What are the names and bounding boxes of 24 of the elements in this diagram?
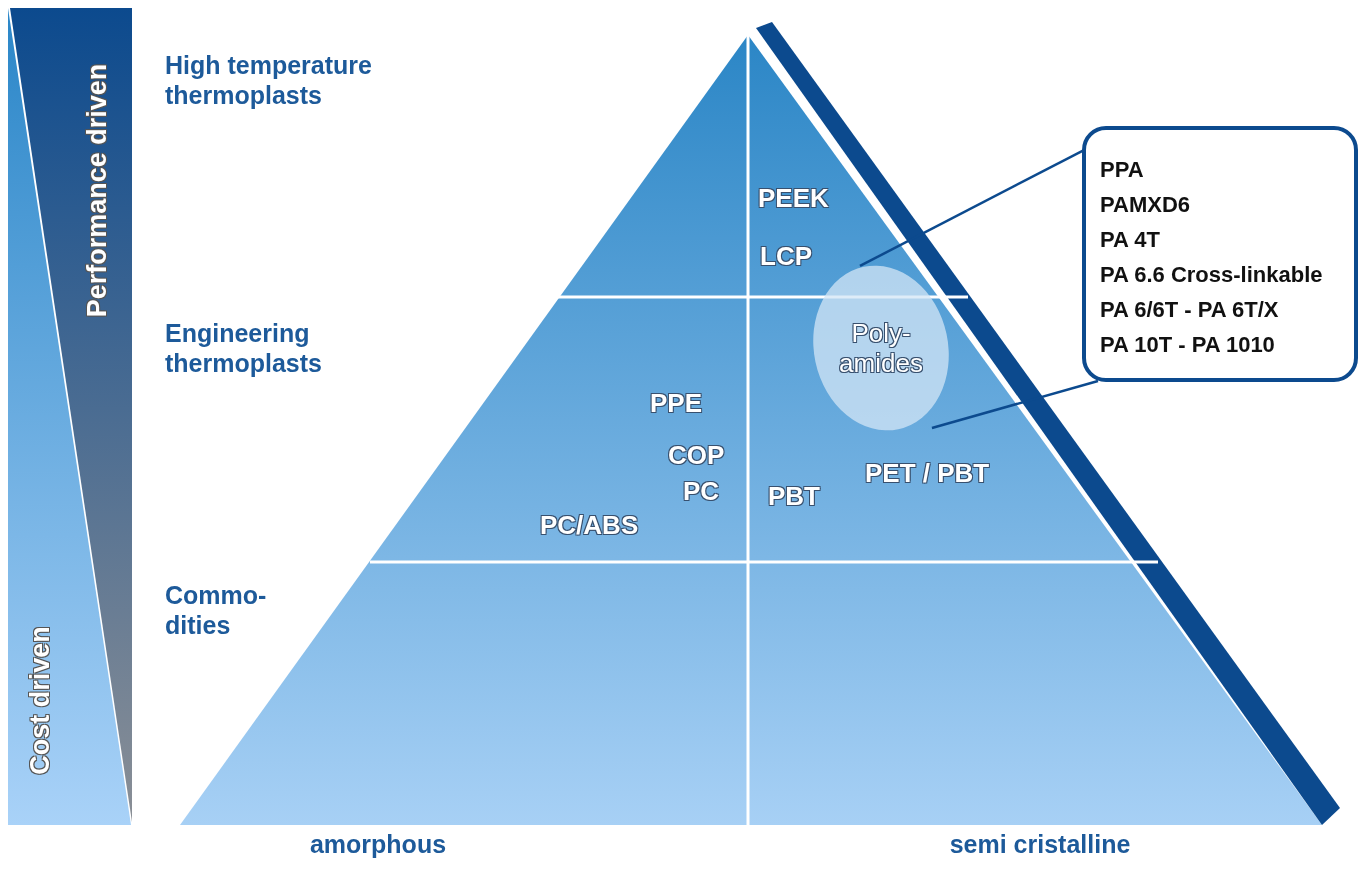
- material-label: PEEK: [758, 183, 829, 213]
- list-item: PA 6.6 Cross-linkable: [1100, 261, 1323, 289]
- material-label: PBT: [768, 481, 820, 511]
- axis-label: semi cristalline: [949, 830, 1131, 859]
- tier-label: Commo- dities: [165, 580, 265, 640]
- list-item: PA 6/6T - PA 6T/X: [1100, 296, 1279, 324]
- material-label: LCP: [760, 241, 812, 271]
- list-item: PAMXD6: [1100, 191, 1191, 219]
- tier-label: High temperature thermoplasts: [165, 50, 373, 110]
- leader-line: [931, 379, 1099, 430]
- list-item: PPA: [1100, 156, 1144, 184]
- callout-box: [1082, 126, 1358, 382]
- material-label: PC: [683, 476, 720, 506]
- material-label: COP: [668, 440, 725, 470]
- material-label: PPE: [650, 388, 703, 418]
- material-label: PET / PBT: [865, 458, 990, 488]
- side-label: Performance driven: [82, 63, 114, 317]
- list-item: PA 4T: [1100, 226, 1160, 254]
- material-label: PC/ABS: [540, 510, 639, 540]
- side-label: Cost driven: [24, 625, 56, 775]
- axis-label: amorphous: [309, 830, 447, 859]
- list-item: PA 10T - PA 1010: [1100, 331, 1275, 359]
- tier-label: Engineering thermoplasts: [165, 318, 323, 378]
- ellipse-label: Poly- amides: [838, 318, 924, 378]
